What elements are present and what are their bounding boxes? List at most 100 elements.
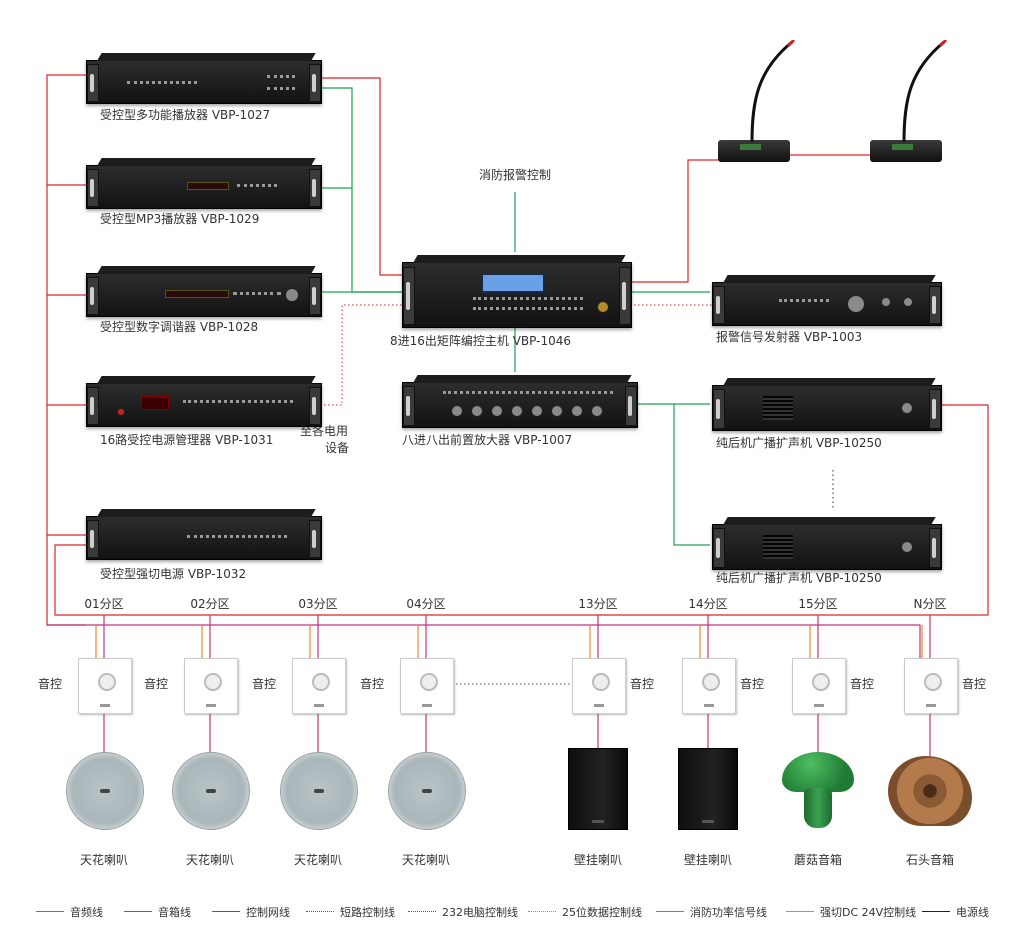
zone-label: 03分区 [298, 597, 338, 611]
speaker-label: 天花喇叭 [293, 853, 343, 867]
wall-speaker-icon [678, 748, 738, 830]
panel-indicator-icon [100, 704, 110, 707]
vbp10250b-device [712, 517, 942, 570]
gain-knob-icon [471, 405, 483, 417]
panel-indicator-icon [704, 704, 714, 707]
panel-indicator-icon [314, 704, 324, 707]
speaker-label: 天花喇叭 [185, 853, 235, 867]
ceiling-speaker-icon [172, 752, 250, 830]
volume-control-label: 音控 [740, 677, 765, 691]
volume-control-panel [904, 658, 958, 714]
vbp1007-label: 八进八出前置放大器 VBP-1007 [402, 433, 573, 447]
vbp1031-device [86, 376, 322, 427]
gain-knob-icon [451, 405, 463, 417]
volume-knob-icon [204, 672, 222, 691]
volume-knob-icon [98, 672, 116, 691]
ceiling-speaker-icon [280, 752, 358, 830]
legend-swatch [212, 911, 240, 912]
vbp10250a-device [712, 378, 942, 431]
gain-knob-icon [491, 405, 503, 417]
panel-indicator-icon [926, 704, 936, 707]
zone-label: 02分区 [190, 597, 230, 611]
to-devices-label-2: 设备 [325, 441, 350, 455]
gain-knob-icon [591, 405, 603, 417]
vbp1032-device [86, 509, 322, 560]
volume-knob-icon [924, 672, 942, 691]
paging-mic-1 [718, 140, 790, 162]
speaker-label: 蘑菇音箱 [793, 853, 843, 867]
zone-label: 04分区 [406, 597, 446, 611]
mushroom-stem [804, 788, 832, 828]
fire-alarm-label: 消防报警控制 [478, 168, 552, 182]
to-devices-label-1: 至各电用 [300, 424, 349, 438]
panel-indicator-icon [594, 704, 604, 707]
wall-speaker-icon [568, 748, 628, 830]
mic-gooseneck-2 [902, 40, 948, 143]
volume-knob-icon [592, 672, 610, 691]
volume-control-label: 音控 [962, 677, 987, 691]
volume-control-label: 音控 [630, 677, 655, 691]
vbp1032-label: 受控型强切电源 VBP-1032 [100, 567, 247, 581]
legend-label: 消防功率信号线 [690, 906, 767, 919]
legend-swatch [656, 911, 684, 912]
legend-swatch [36, 911, 64, 912]
vbp1031-label: 16路受控电源管理器 VBP-1031 [100, 433, 274, 447]
gain-knob-icon [511, 405, 523, 417]
zone-wires [95, 615, 931, 760]
legend-label: 强切DC 24V控制线 [820, 906, 917, 919]
vbp1046-device [402, 255, 632, 328]
speaker-label: 壁挂喇叭 [683, 853, 733, 867]
vbp1029-label: 受控型MP3播放器 VBP-1029 [100, 212, 260, 226]
vbp1028-device [86, 266, 322, 317]
legend-label: 音箱线 [158, 906, 191, 919]
legend-swatch [408, 911, 436, 912]
volume-control-label: 音控 [360, 677, 385, 691]
volume-control-panel [682, 658, 736, 714]
volume-control-panel [78, 658, 132, 714]
vbp1003-device [712, 275, 942, 326]
volume-control-panel [184, 658, 238, 714]
audio-lines [320, 87, 710, 546]
gain-knob-icon [571, 405, 583, 417]
vbp1029-device [86, 158, 322, 209]
speaker-center-icon [314, 789, 324, 793]
legend-swatch [306, 911, 334, 912]
vbp1007-device [402, 375, 638, 428]
mushroom-cap [782, 752, 854, 792]
vbp1046-label: 8进16出矩阵编控主机 VBP-1046 [390, 334, 572, 348]
speaker-center-icon [422, 789, 432, 793]
volume-control-panel [572, 658, 626, 714]
volume-knob-icon [312, 672, 330, 691]
speaker-label: 天花喇叭 [79, 853, 129, 867]
short-control-lines [320, 304, 712, 406]
speaker-center-icon [100, 789, 110, 793]
volume-control-label: 音控 [252, 677, 277, 691]
paging-mic-2 [870, 140, 942, 162]
legend-label: 25位数据控制线 [562, 906, 642, 919]
gain-knob-icon [551, 405, 563, 417]
volume-knob-icon [420, 672, 438, 691]
legend-label: 短路控制线 [340, 906, 395, 919]
vbp1028-label: 受控型数字调谐器 VBP-1028 [100, 320, 259, 334]
speaker-center-icon [206, 789, 216, 793]
volume-control-panel [292, 658, 346, 714]
zone-label: 14分区 [688, 597, 728, 611]
speaker-label: 天花喇叭 [401, 853, 451, 867]
zone-label: N分区 [913, 597, 947, 611]
volume-control-panel [400, 658, 454, 714]
legend-label: 232电脑控制线 [442, 906, 518, 919]
ceiling-speaker-icon [66, 752, 144, 830]
speaker-label: 壁挂喇叭 [573, 853, 623, 867]
volume-control-label: 音控 [144, 677, 169, 691]
panel-indicator-icon [422, 704, 432, 707]
vbp1003-label: 报警信号发射器 VBP-1003 [716, 330, 863, 344]
mushroom-speaker-icon [782, 752, 854, 828]
legend-label: 音频线 [70, 906, 103, 919]
zone-label: 13分区 [578, 597, 618, 611]
zone-label: 01分区 [84, 597, 124, 611]
volume-control-panel [792, 658, 846, 714]
vbp1027-device [86, 53, 322, 104]
vbp1027-label: 受控型多功能播放器 VBP-1027 [100, 108, 271, 122]
